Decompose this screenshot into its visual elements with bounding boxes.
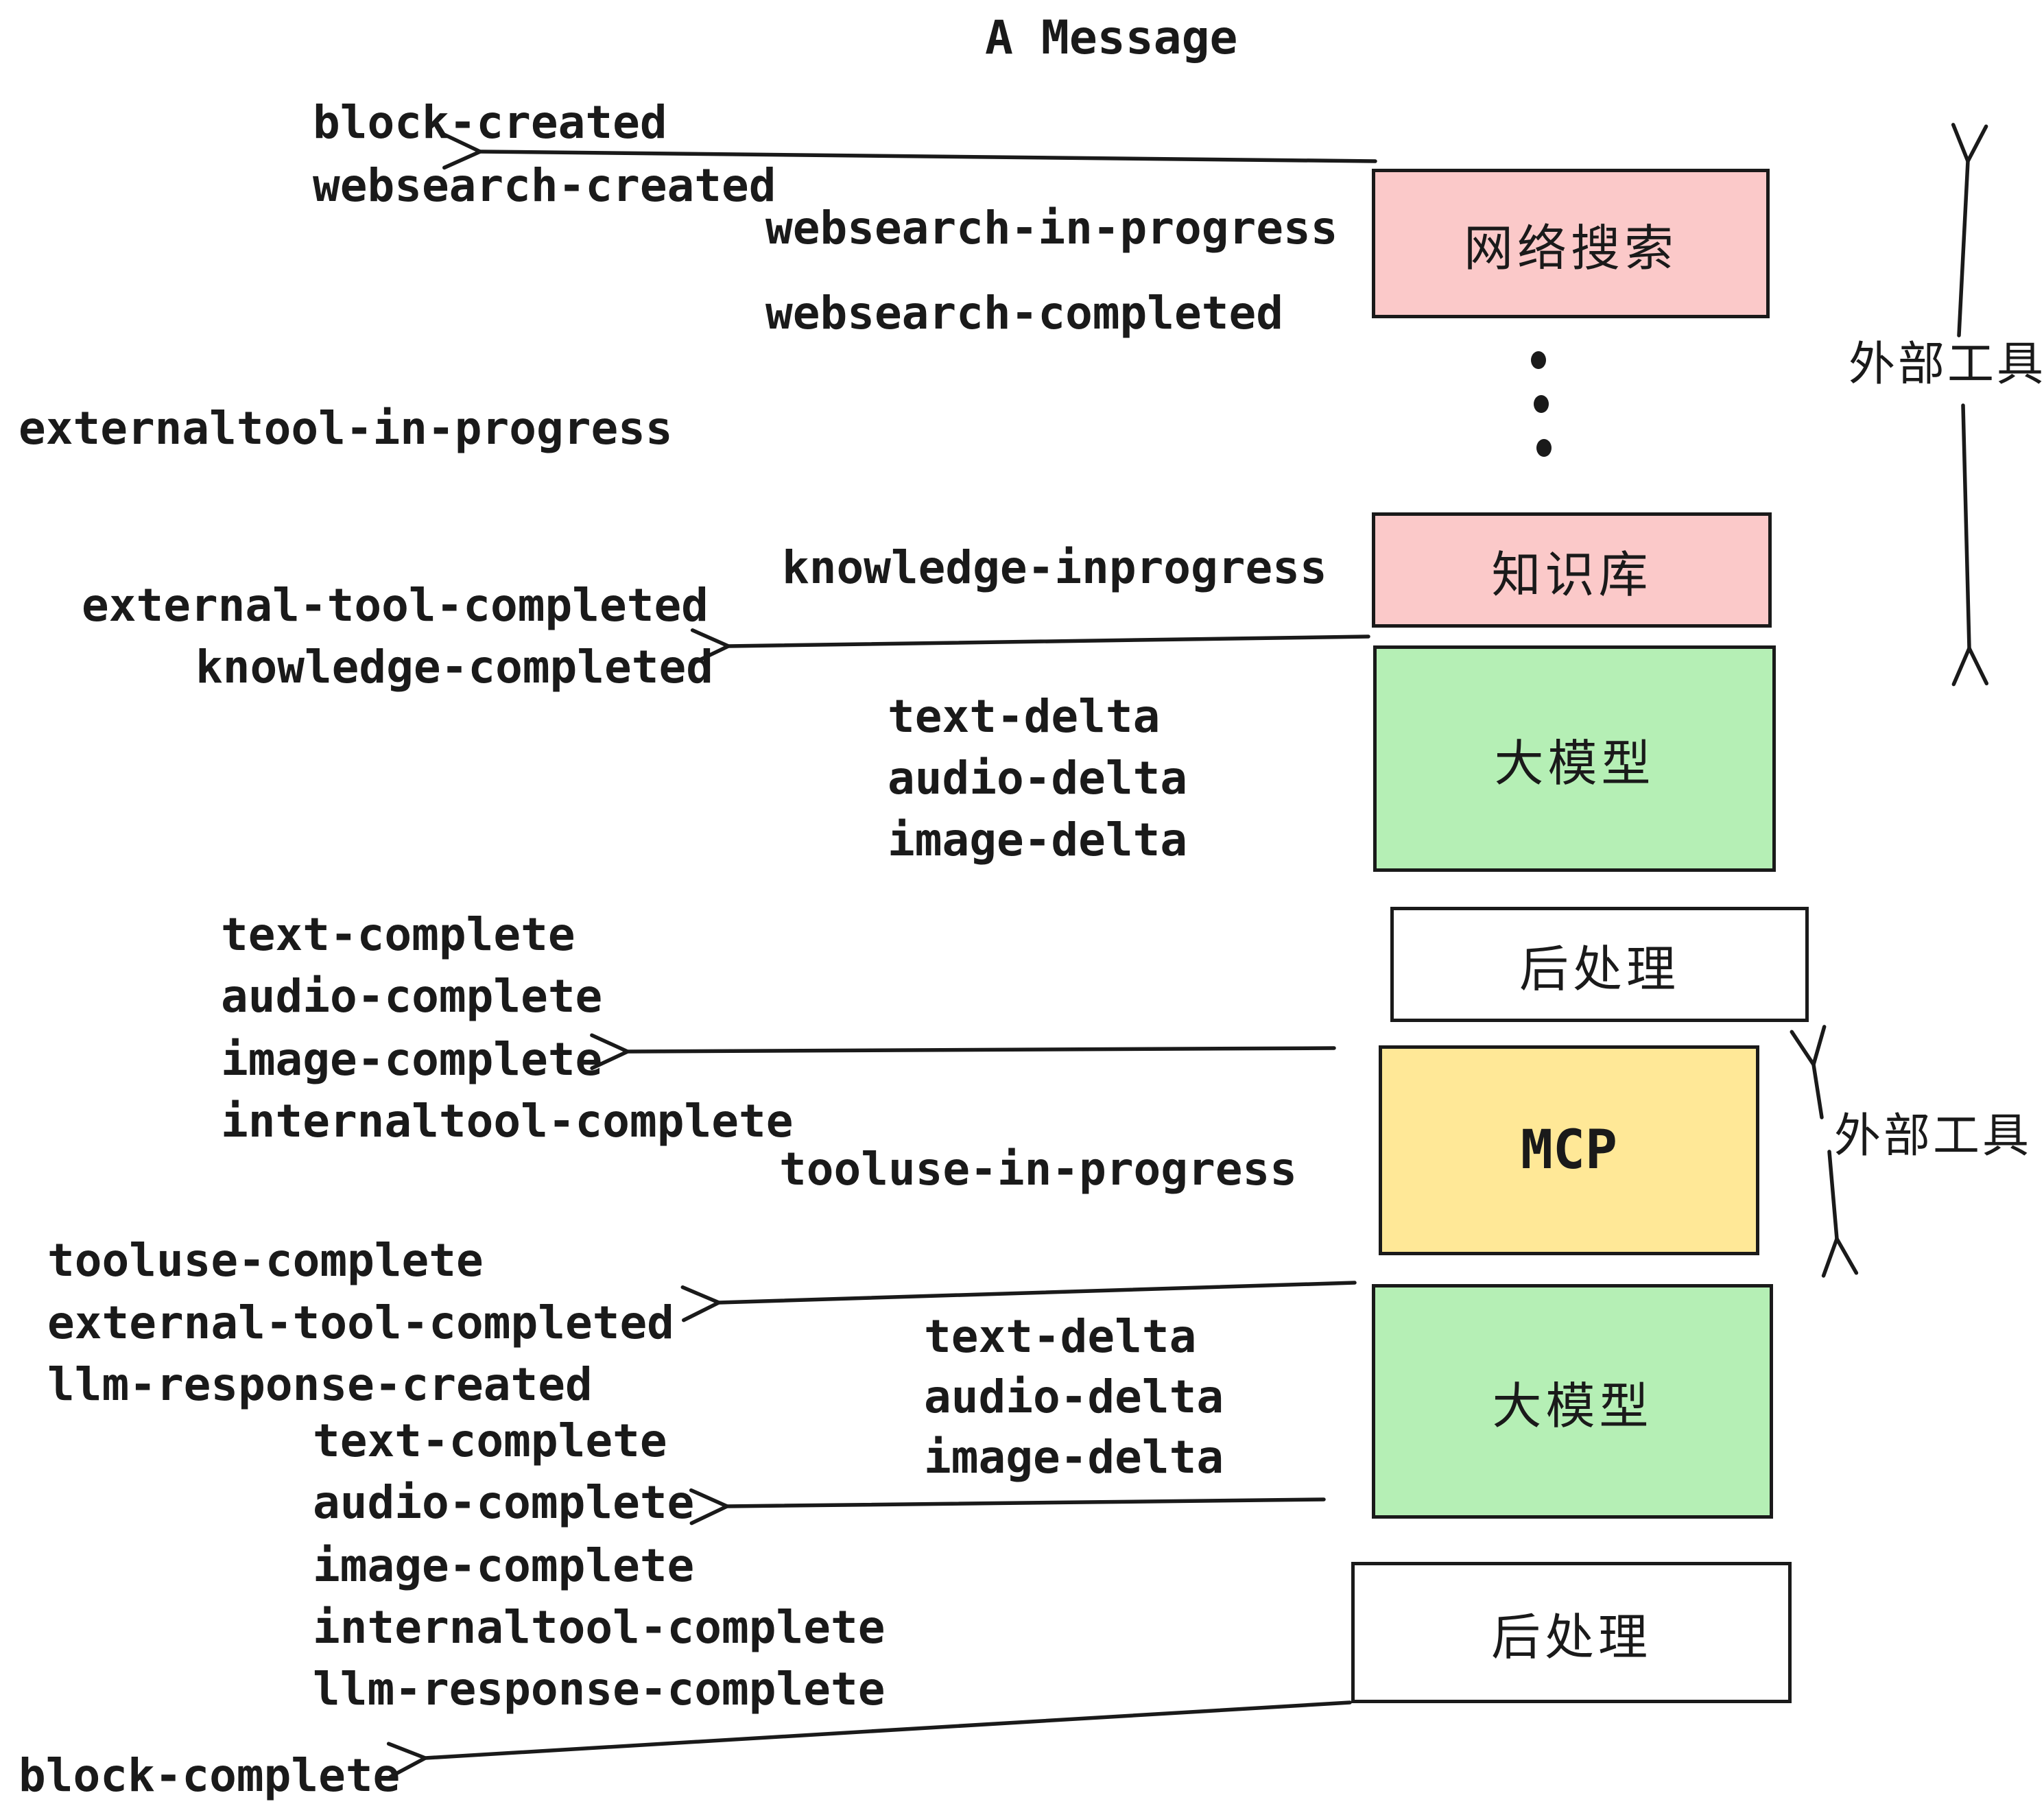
arrow-external-tools-top-up (1951, 123, 1988, 337)
arrow-audio-complete (689, 1488, 1326, 1526)
arrow-external-tool-completed (680, 1281, 1357, 1322)
event-label-text-delta-1: text-delta (888, 690, 1161, 743)
event-label-tooluse-in-progress: tooluse-in-progress (779, 1143, 1297, 1196)
event-label-external-tool-completed-2: external-tool-completed (47, 1296, 674, 1349)
event-label-audio-complete-2: audio-complete (313, 1476, 695, 1529)
node-postprocess-1: 后处理 (1390, 907, 1809, 1022)
page-title: A Message (985, 11, 1238, 65)
event-label-image-complete-2: image-complete (313, 1539, 695, 1592)
event-label-websearch-created: websearch-created (313, 159, 776, 212)
ellipsis-dot (1534, 395, 1549, 413)
event-label-internaltool-complete-1: internaltool-complete (221, 1095, 794, 1148)
event-label-llm-response-created: llm-response-created (47, 1358, 593, 1411)
event-label-tooluse-complete: tooluse-complete (47, 1234, 484, 1287)
arrow-knowledge-completed (690, 628, 1370, 665)
node-mcp: MCP (1379, 1045, 1759, 1255)
ellipsis-dot (1531, 351, 1546, 369)
arrow-external-tools-mcp-down (1821, 1150, 1859, 1278)
node-websearch: 网络搜索 (1372, 169, 1770, 318)
node-llm-2: 大模型 (1372, 1284, 1773, 1519)
node-mcp-label: MCP (1521, 1119, 1617, 1181)
node-postprocess-2-label: 后处理 (1490, 1610, 1652, 1665)
event-label-audio-delta-2: audio-delta (924, 1370, 1224, 1423)
arrow-image-complete (590, 1033, 1336, 1071)
event-label-audio-complete-1: audio-complete (221, 970, 603, 1023)
event-label-audio-delta-1: audio-delta (888, 752, 1188, 805)
event-label-image-complete-1: image-complete (221, 1033, 603, 1086)
event-label-external-tool-completed-1: external-tool-completed (82, 579, 709, 632)
ellipsis-dot (1536, 439, 1552, 457)
node-knowledge: 知识库 (1372, 512, 1772, 628)
event-label-knowledge-inprogress: knowledge-inprogress (782, 541, 1327, 594)
event-label-text-delta-2: text-delta (924, 1310, 1197, 1363)
event-label-llm-response-complete: llm-response-complete (313, 1663, 886, 1716)
event-label-text-complete-1: text-complete (221, 908, 575, 961)
event-label-knowledge-completed: knowledge-completed (195, 641, 713, 693)
event-label-image-delta-1: image-delta (888, 814, 1188, 866)
node-llm-2-label: 大模型 (1492, 1379, 1653, 1434)
node-llm-1: 大模型 (1373, 645, 1776, 872)
event-label-externaltool-in-progress: externaltool-in-progress (19, 402, 673, 455)
annotation-external-tools-mcp: 外部工具 (1834, 1110, 2032, 1162)
arrow-external-tools-top-down (1951, 403, 1989, 687)
event-label-image-delta-2: image-delta (924, 1431, 1224, 1484)
event-label-block-complete: block-complete (19, 1749, 401, 1802)
arrow-external-tools-mcp-up (1790, 1025, 1827, 1119)
event-label-websearch-in-progress: websearch-in-progress (765, 202, 1338, 254)
annotation-external-tools-top: 外部工具 (1849, 338, 2044, 390)
event-label-internaltool-complete-2: internaltool-complete (313, 1601, 886, 1654)
node-postprocess-1-label: 后处理 (1519, 942, 1680, 997)
event-label-block-created: block-created (313, 96, 667, 149)
event-label-text-complete-2: text-complete (313, 1414, 667, 1467)
node-postprocess-2: 后处理 (1351, 1562, 1792, 1703)
node-knowledge-label: 知识库 (1491, 547, 1652, 603)
node-llm-1-label: 大模型 (1494, 736, 1655, 792)
node-websearch-label: 网络搜索 (1463, 221, 1678, 276)
event-label-websearch-completed: websearch-completed (765, 287, 1283, 340)
